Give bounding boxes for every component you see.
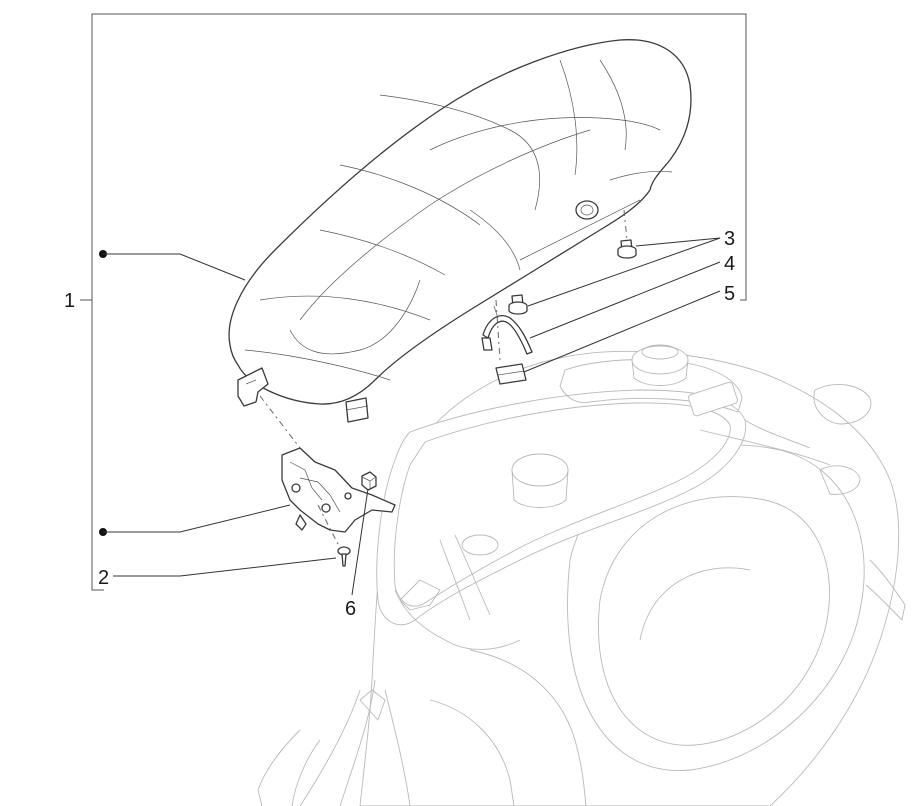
seat-part: [228, 39, 692, 423]
label-1: 1: [64, 290, 75, 312]
label-4: 4: [724, 253, 735, 275]
rubber-pad-part: [495, 363, 527, 385]
scooter-body-ghost: [257, 344, 906, 806]
part-labels: 1 2 3 4 5 6: [64, 228, 735, 620]
label-6: 6: [345, 598, 356, 620]
seat-clip-part: [481, 305, 533, 355]
alignment-lines: [259, 209, 628, 549]
hinge-bracket-part: [281, 447, 396, 533]
rubber-bumper-part: [617, 239, 637, 259]
label-3: 3: [724, 228, 735, 250]
label-2: 2: [98, 567, 109, 589]
label-5: 5: [724, 283, 735, 305]
rubber-bumper-part-2: [508, 294, 528, 315]
nut-part: [361, 471, 377, 491]
leader-lines: [99, 237, 721, 596]
callout-frame: [80, 13, 747, 591]
screw-part: [337, 546, 351, 567]
